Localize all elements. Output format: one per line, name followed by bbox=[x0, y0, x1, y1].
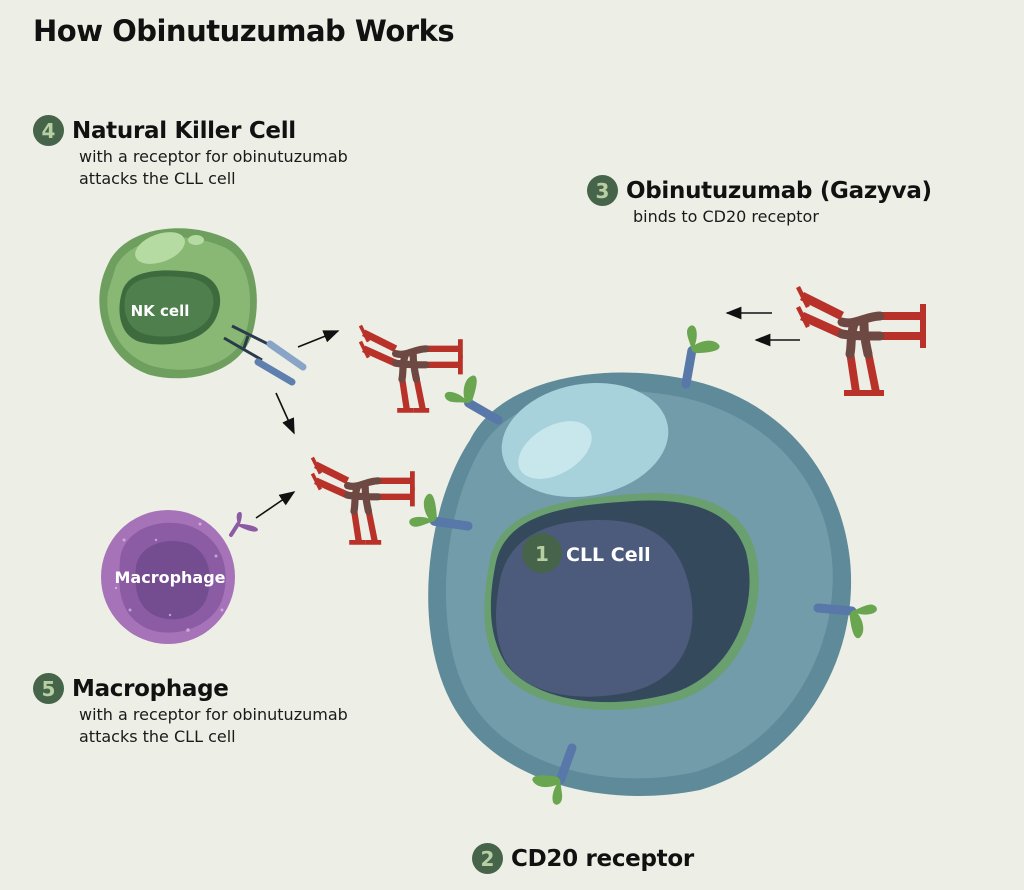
cll-cell bbox=[428, 372, 852, 796]
step-5-macrophage: 5 Macrophage with a receptor for obinutu… bbox=[33, 673, 348, 748]
page-title: How Obinutuzumab Works bbox=[33, 14, 455, 48]
arrow-macrophage-to-antibody bbox=[255, 491, 296, 519]
step-1-label: CLL Cell bbox=[566, 544, 651, 566]
step-2-badge: 2 bbox=[472, 843, 503, 874]
macrophage-label: Macrophage bbox=[114, 568, 225, 587]
step-3-obinutuzumab: 3 Obinutuzumab (Gazyva) binds to CD20 re… bbox=[587, 175, 932, 228]
step-5-description-line-1: with a receptor for obinutuzumab bbox=[79, 705, 348, 724]
cd20-receptor-left-upper bbox=[443, 368, 511, 428]
step-1-callout: 1 CLL Cell bbox=[522, 533, 651, 573]
nk-cell: NK cell bbox=[99, 228, 307, 386]
step-4-badge: 4 bbox=[33, 115, 64, 146]
step-5-label: Macrophage bbox=[72, 675, 229, 702]
antibody-free bbox=[796, 286, 926, 396]
arrow-nk-to-antibody-1 bbox=[297, 330, 340, 348]
nk-receptor bbox=[223, 324, 307, 386]
step-4-description-line-2: attacks the CLL cell bbox=[79, 169, 236, 188]
step-4-natural-killer-cell: 4 Natural Killer Cell with a receptor fo… bbox=[33, 115, 348, 190]
step-2-cd20-receptor: 2 CD20 receptor bbox=[472, 843, 694, 874]
cd20-receptor-top bbox=[678, 325, 722, 389]
step-3-label: Obinutuzumab (Gazyva) bbox=[626, 177, 932, 204]
step-3-description: binds to CD20 receptor bbox=[633, 207, 819, 226]
step-1-badge: 1 bbox=[535, 542, 549, 566]
step-5-description-line-2: attacks the CLL cell bbox=[79, 727, 236, 746]
nk-cell-label: NK cell bbox=[131, 302, 190, 320]
step-3-badge: 3 bbox=[587, 175, 618, 206]
step-4-label: Natural Killer Cell bbox=[72, 117, 296, 144]
antibody-bound-lower bbox=[311, 457, 415, 545]
step-5-badge: 5 bbox=[33, 673, 64, 704]
macrophage-cell: Macrophage bbox=[101, 510, 258, 644]
arrow-nk-to-antibody-2 bbox=[275, 392, 295, 435]
step-2-label: CD20 receptor bbox=[511, 845, 694, 872]
step-4-description-line-1: with a receptor for obinutuzumab bbox=[79, 147, 348, 166]
